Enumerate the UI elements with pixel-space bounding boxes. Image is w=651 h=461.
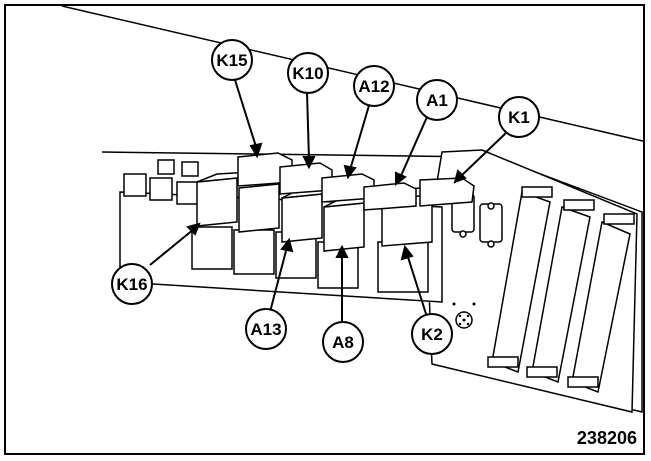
callout-a1: A1	[416, 79, 458, 121]
callout-k2: K2	[411, 313, 453, 355]
circuit-board	[426, 149, 638, 413]
callout-k16-label: K16	[116, 275, 147, 294]
callout-a12: A12	[353, 65, 395, 107]
figure-number: 238206	[576, 428, 637, 448]
callout-k1: K1	[498, 96, 540, 138]
relay-board-illustration: K15 K10 A12 A1 K1 K16 A13 A8	[61, 6, 643, 413]
callout-a13-label: A13	[250, 320, 281, 339]
relay-block	[119, 152, 475, 303]
round-connector	[452, 302, 476, 329]
callout-k10-label: K10	[292, 64, 323, 83]
callout-k10: K10	[287, 52, 329, 94]
callout-k15-label: K15	[216, 51, 247, 70]
callout-a8: A8	[322, 321, 364, 363]
callout-k2-label: K2	[421, 325, 443, 344]
callout-k15: K15	[211, 39, 253, 81]
callout-k1-label: K1	[508, 108, 530, 127]
callout-k16: K16	[111, 263, 153, 305]
callout-a1-label: A1	[426, 91, 448, 110]
callouts: K15 K10 A12 A1 K1 K16 A13 A8	[111, 39, 540, 363]
leader-arrows	[149, 79, 508, 322]
callout-a12-label: A12	[358, 77, 389, 96]
callout-a13: A13	[245, 308, 287, 350]
callout-a8-label: A8	[332, 333, 354, 352]
diagram-frame: K15 K10 A12 A1 K1 K16 A13 A8	[4, 4, 645, 455]
